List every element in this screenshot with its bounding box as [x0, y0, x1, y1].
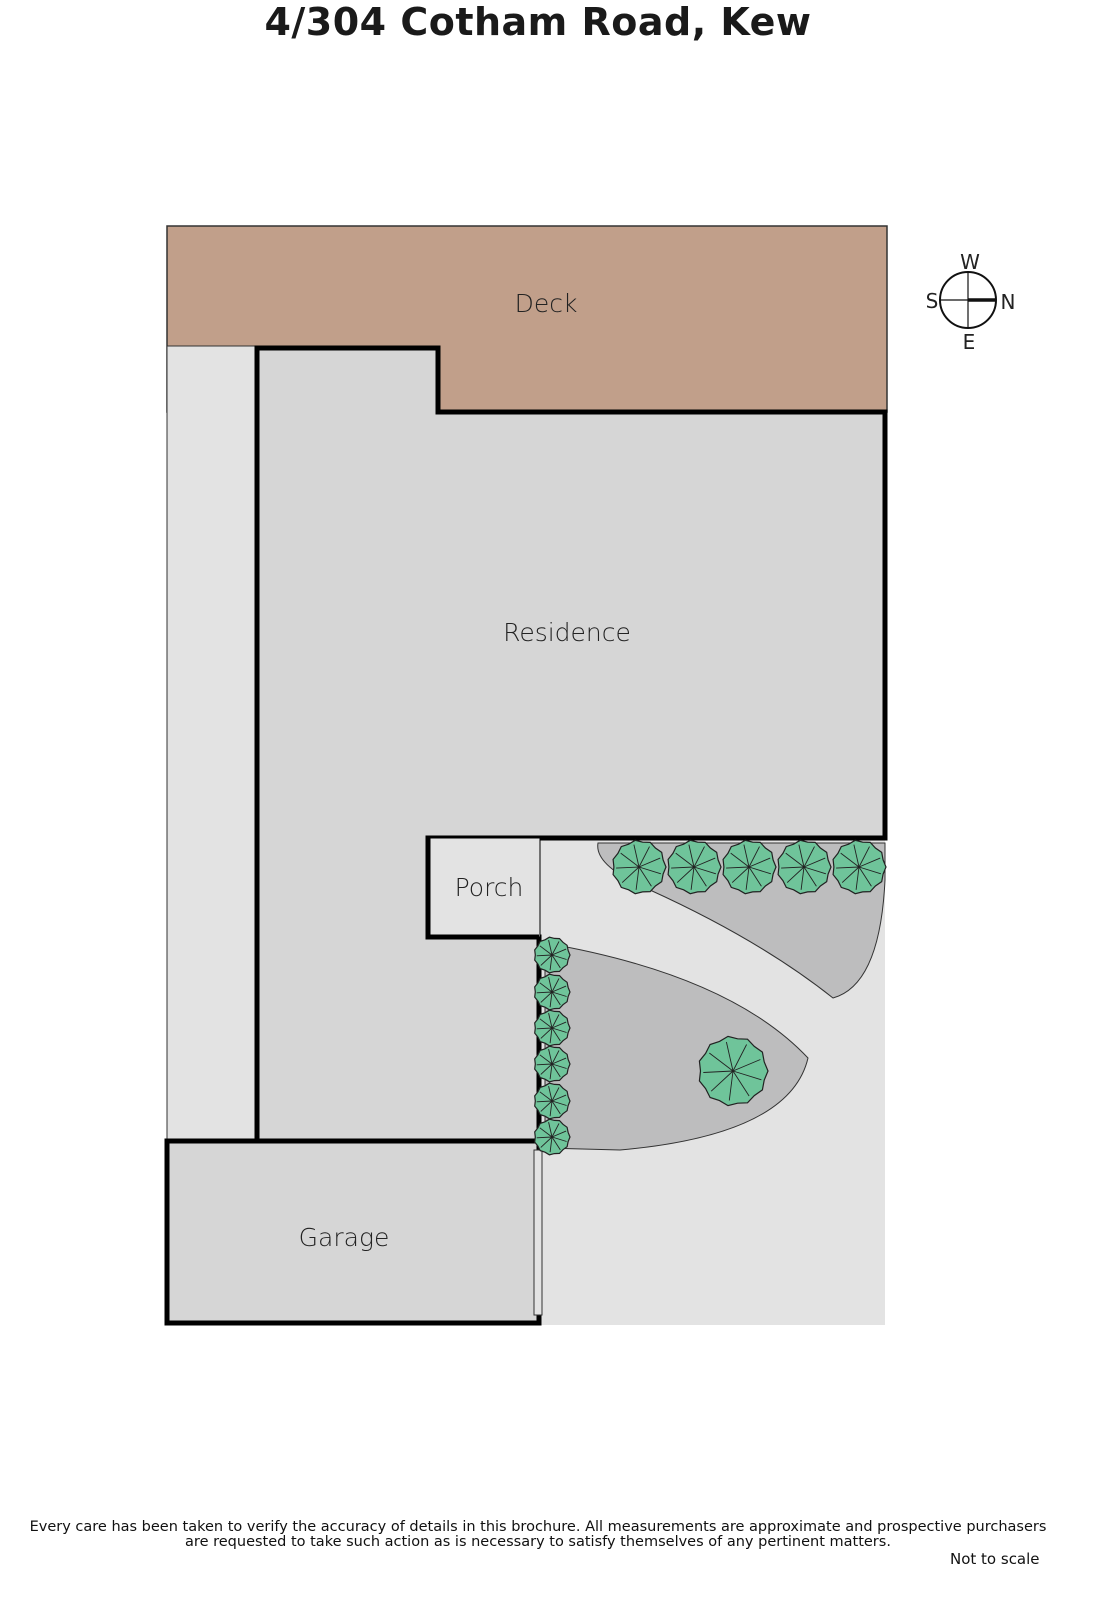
- tree-icon: [722, 839, 777, 895]
- tree-icon: [534, 1118, 571, 1156]
- disclaimer-line-1: Every care has been taken to verify the …: [29, 1519, 1047, 1535]
- tree-icon: [832, 839, 887, 895]
- deck-label: Deck: [515, 289, 578, 318]
- svg-text:E: E: [963, 330, 976, 354]
- svg-text:N: N: [1001, 290, 1016, 314]
- porch: [427, 837, 541, 938]
- compass-icon: W S N E: [926, 250, 1016, 354]
- svg-text:W: W: [960, 250, 980, 274]
- tree-icon: [534, 936, 571, 974]
- garage: [164, 1138, 542, 1326]
- side-path: [166, 345, 258, 1142]
- disclaimer-line-2: are requested to take such action as is …: [185, 1534, 891, 1550]
- svg-text:S: S: [926, 289, 939, 313]
- garage-label: Garage: [299, 1223, 390, 1252]
- tree-icon: [777, 839, 832, 895]
- tree-icon: [667, 839, 722, 895]
- garage-door: [533, 1149, 543, 1316]
- tree-icon: [534, 1082, 571, 1120]
- tree-icon: [612, 839, 667, 895]
- residence-label: Residence: [503, 618, 631, 647]
- tree-icon: [698, 1035, 769, 1107]
- tree-icon: [534, 1009, 571, 1047]
- tree-icon: [534, 973, 571, 1011]
- porch-label: Porch: [455, 873, 524, 902]
- tree-icon: [534, 1045, 571, 1083]
- page-title: 4/304 Cotham Road, Kew: [264, 0, 812, 44]
- not-to-scale-note: Not to scale: [950, 1550, 1040, 1568]
- disclaimer: Every care has been taken to verify the …: [0, 1520, 1076, 1550]
